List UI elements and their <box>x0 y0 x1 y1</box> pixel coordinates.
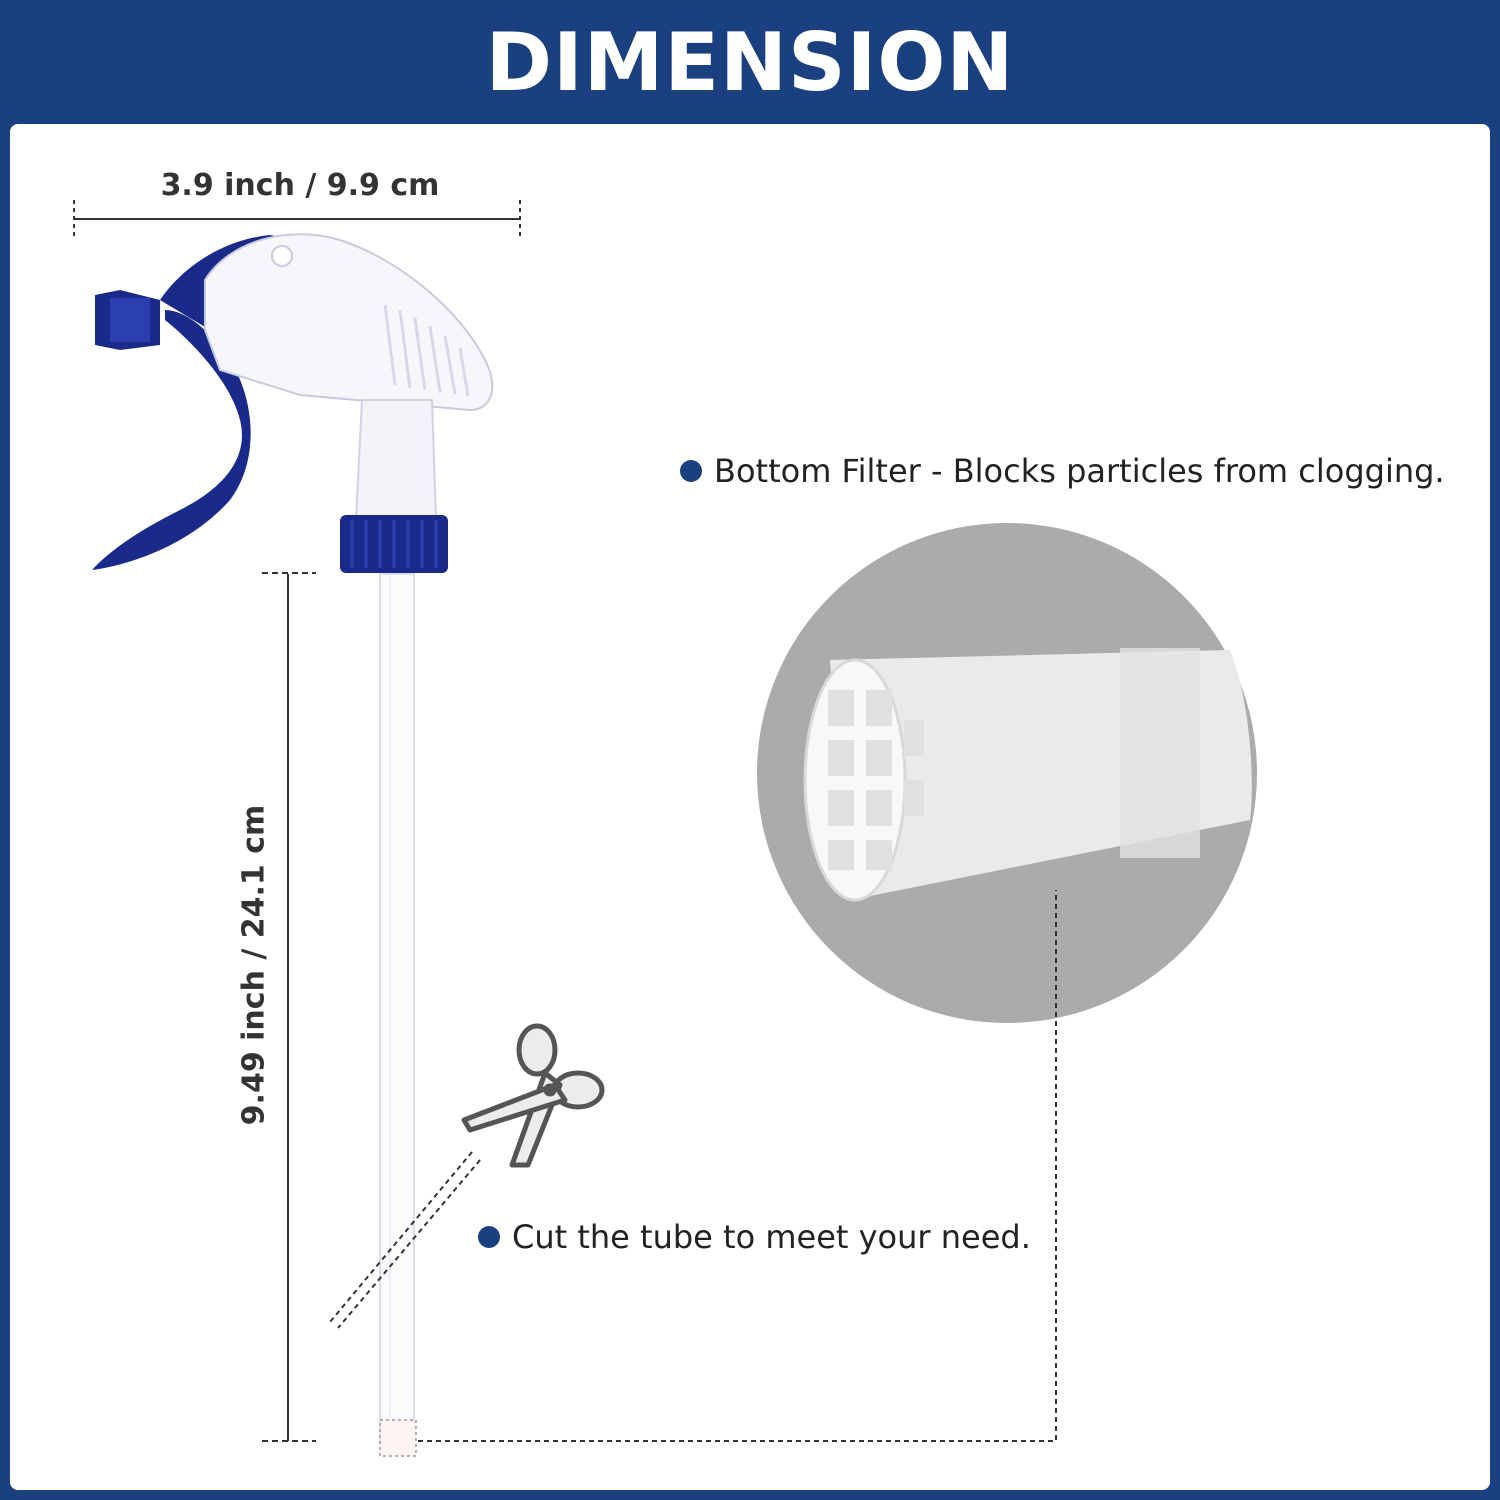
width-dimension-line <box>73 200 521 238</box>
cut-callout: Cut the tube to meet your need. <box>478 1218 1031 1256</box>
cut-callout-text: Cut the tube to meet your need. <box>512 1218 1031 1256</box>
width-dimension-label: 3.9 inch / 9.9 cm <box>160 168 440 203</box>
bullet-dot-icon <box>680 460 702 482</box>
bullet-dot-icon <box>478 1226 500 1248</box>
filter-callout-text: Bottom Filter - Blocks particles from cl… <box>714 452 1445 490</box>
height-dimension-line <box>262 572 316 1442</box>
trigger-sprayer-icon <box>92 233 494 573</box>
scissors-icon <box>461 1023 605 1168</box>
cut-guide-line <box>329 1151 481 1329</box>
height-dimension-label: 9.49 inch / 24.1 cm <box>236 804 272 1126</box>
filter-callout: Bottom Filter - Blocks particles from cl… <box>680 452 1445 490</box>
page-title: DIMENSION <box>485 15 1015 109</box>
filter-magnifier-icon <box>757 523 1257 1023</box>
dip-tube <box>379 573 417 1457</box>
